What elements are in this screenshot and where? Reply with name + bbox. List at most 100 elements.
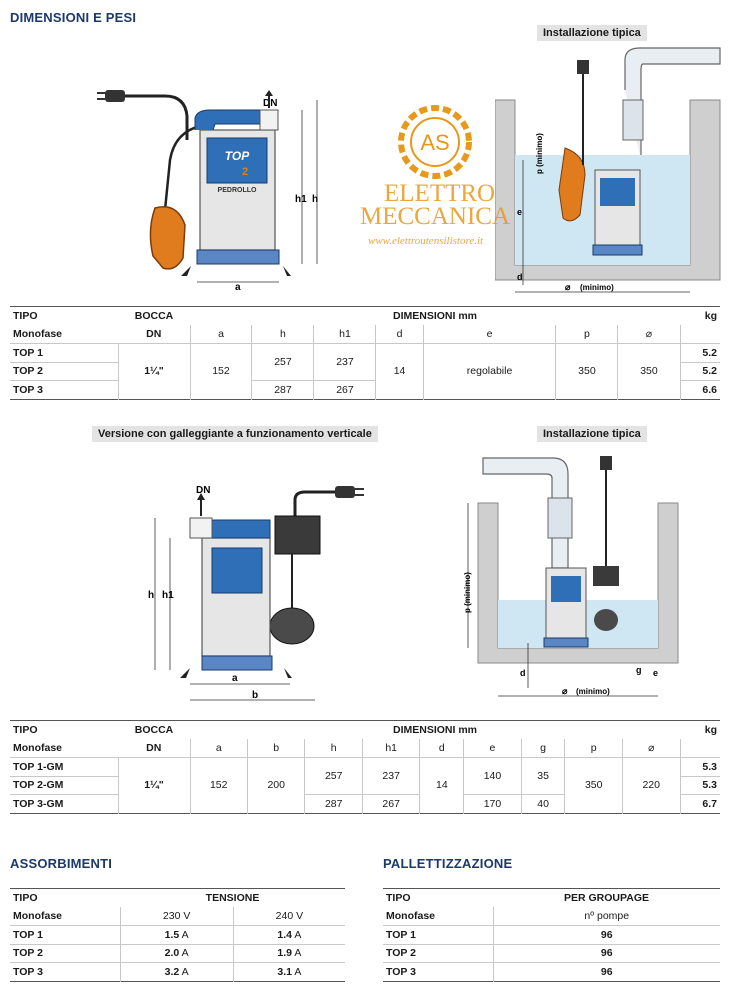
- cell-a: 152: [189, 757, 248, 813]
- sub-monofase: Monofase: [13, 742, 63, 754]
- hdr-kg: kg: [704, 724, 717, 736]
- unit: A: [181, 928, 189, 941]
- cell-dn: 1¼": [117, 343, 190, 399]
- cell-phi: 220: [621, 757, 680, 813]
- dim-h: h: [312, 194, 318, 205]
- col-e: e: [463, 739, 522, 758]
- table-row: TOP 3: [13, 383, 43, 396]
- dim-dn: DN: [263, 98, 277, 109]
- hdr-dimensioni: DIMENSIONI mm: [392, 310, 477, 322]
- cell-p: 350: [564, 757, 623, 813]
- unit: A: [294, 928, 302, 941]
- dim-p-minimo: p (minimo): [535, 133, 544, 174]
- dim-e: e: [653, 668, 658, 678]
- dim-dn: DN: [196, 485, 210, 496]
- cell-h: 257: [304, 757, 363, 795]
- table-assorbimenti: TIPO TENSIONE Monofase 230 V 240 V TOP 1…: [10, 888, 345, 982]
- arrow-icon: [181, 266, 191, 276]
- cell-d: 14: [375, 343, 424, 399]
- hdr-bocca: BOCCA: [134, 724, 174, 736]
- section-title-assorbimenti: ASSORBIMENTI: [10, 856, 113, 871]
- arrow-icon: [284, 668, 292, 678]
- dim-d: d: [517, 272, 523, 282]
- sub-monofase: Monofase: [386, 910, 436, 922]
- hdr-dimensioni: DIMENSIONI mm: [392, 724, 477, 736]
- table-dimensioni-2: TIPO BOCCA DIMENSIONI mm kg Monofase DN …: [10, 720, 720, 814]
- cell-n: 96: [492, 925, 720, 944]
- hdr-bocca: BOCCA: [134, 310, 174, 322]
- cell-b: 200: [246, 757, 305, 813]
- col-g: g: [520, 739, 565, 758]
- table-row: TOP 1: [386, 928, 416, 941]
- cell-h1: 237: [361, 757, 420, 795]
- cell-h: 257: [251, 343, 314, 381]
- watermark-line2: MECCANICA: [360, 203, 511, 230]
- col-a: a: [189, 325, 252, 344]
- unit: A: [181, 947, 189, 960]
- dim-b: b: [252, 690, 258, 701]
- table-row: TOP 3: [386, 965, 416, 978]
- dim-d: d: [520, 668, 526, 678]
- table-row: TOP 3-GM: [13, 797, 64, 810]
- float-switch-icon: [149, 206, 186, 270]
- dim-h: h: [148, 590, 154, 601]
- col-p: p: [555, 325, 618, 344]
- cell-d: 14: [419, 757, 464, 813]
- cell-a240: 1.4: [277, 928, 293, 941]
- table-row: TOP 1: [13, 346, 43, 359]
- cell-h: 287: [251, 380, 314, 399]
- col-d: d: [419, 739, 464, 758]
- col-e: e: [422, 325, 556, 344]
- float-switch-icon: [269, 607, 315, 645]
- arrow-icon: [283, 266, 291, 276]
- cell-a240: 3.1: [277, 965, 293, 978]
- col-p: p: [564, 739, 623, 758]
- sub-dn: DN: [146, 328, 162, 340]
- dim-e: e: [517, 207, 522, 217]
- hdr-tensione: TENSIONE: [205, 892, 260, 904]
- pump-logo: TOP: [225, 149, 250, 163]
- hdr-tipo: TIPO: [13, 724, 38, 736]
- cell-h: 287: [304, 794, 363, 813]
- cell-h1: 237: [313, 343, 376, 381]
- plug-icon: [335, 486, 355, 498]
- unit: A: [294, 965, 302, 978]
- unit: A: [294, 947, 302, 960]
- pump-drawing-2: DN h h1 a b: [148, 485, 364, 701]
- cell-kg: 5.3: [679, 757, 720, 776]
- hdr-tipo: TIPO: [13, 892, 38, 904]
- col-phi: ⌀: [617, 325, 680, 344]
- table-pallettizzazione: TIPO PER GROUPAGE Monofase nº pompe TOP …: [383, 888, 720, 982]
- section-title-dimensioni: DIMENSIONI E PESI: [10, 10, 137, 25]
- cell-h1: 267: [313, 380, 376, 399]
- dim-a: a: [232, 673, 238, 684]
- dim-phi: ⌀: [562, 686, 568, 696]
- hdr-tipo: TIPO: [13, 310, 38, 322]
- col-b: b: [246, 739, 305, 758]
- pump-logo-number: 2: [242, 166, 248, 178]
- cell-kg: 6.7: [679, 794, 720, 813]
- caption-installazione-2: Installazione tipica: [537, 426, 647, 442]
- col-h: h: [251, 325, 314, 344]
- section-title-pallettizzazione: PALLETTIZZAZIONE: [383, 856, 513, 871]
- unit: A: [181, 965, 189, 978]
- col-d: d: [375, 325, 424, 344]
- dim-g: g: [636, 665, 642, 675]
- table-row: TOP 1-GM: [13, 760, 64, 773]
- cell-n: 96: [492, 944, 720, 963]
- installation-drawing-2: p (minimo) d g e ⌀ (minimo): [463, 456, 679, 697]
- dim-phi: ⌀: [565, 282, 571, 292]
- hdr-per-groupage: PER GROUPAGE: [564, 892, 649, 904]
- cell-p: 350: [555, 343, 618, 399]
- col-230v: 230 V: [119, 907, 234, 926]
- watermark-logo-icon: AS: [398, 105, 472, 179]
- watermark-line1: ELETTRO: [384, 180, 496, 207]
- table-row: TOP 2: [386, 947, 416, 960]
- table-row: TOP 2: [13, 947, 43, 960]
- cell-a: 152: [189, 343, 252, 399]
- watermark-url: www.elettroutensilistore.it: [368, 235, 484, 247]
- cell-kg: 6.6: [679, 380, 720, 399]
- cell-e: 170: [463, 794, 522, 813]
- cell-e: regolabile: [422, 343, 556, 399]
- col-n-pompe: nº pompe: [492, 907, 720, 926]
